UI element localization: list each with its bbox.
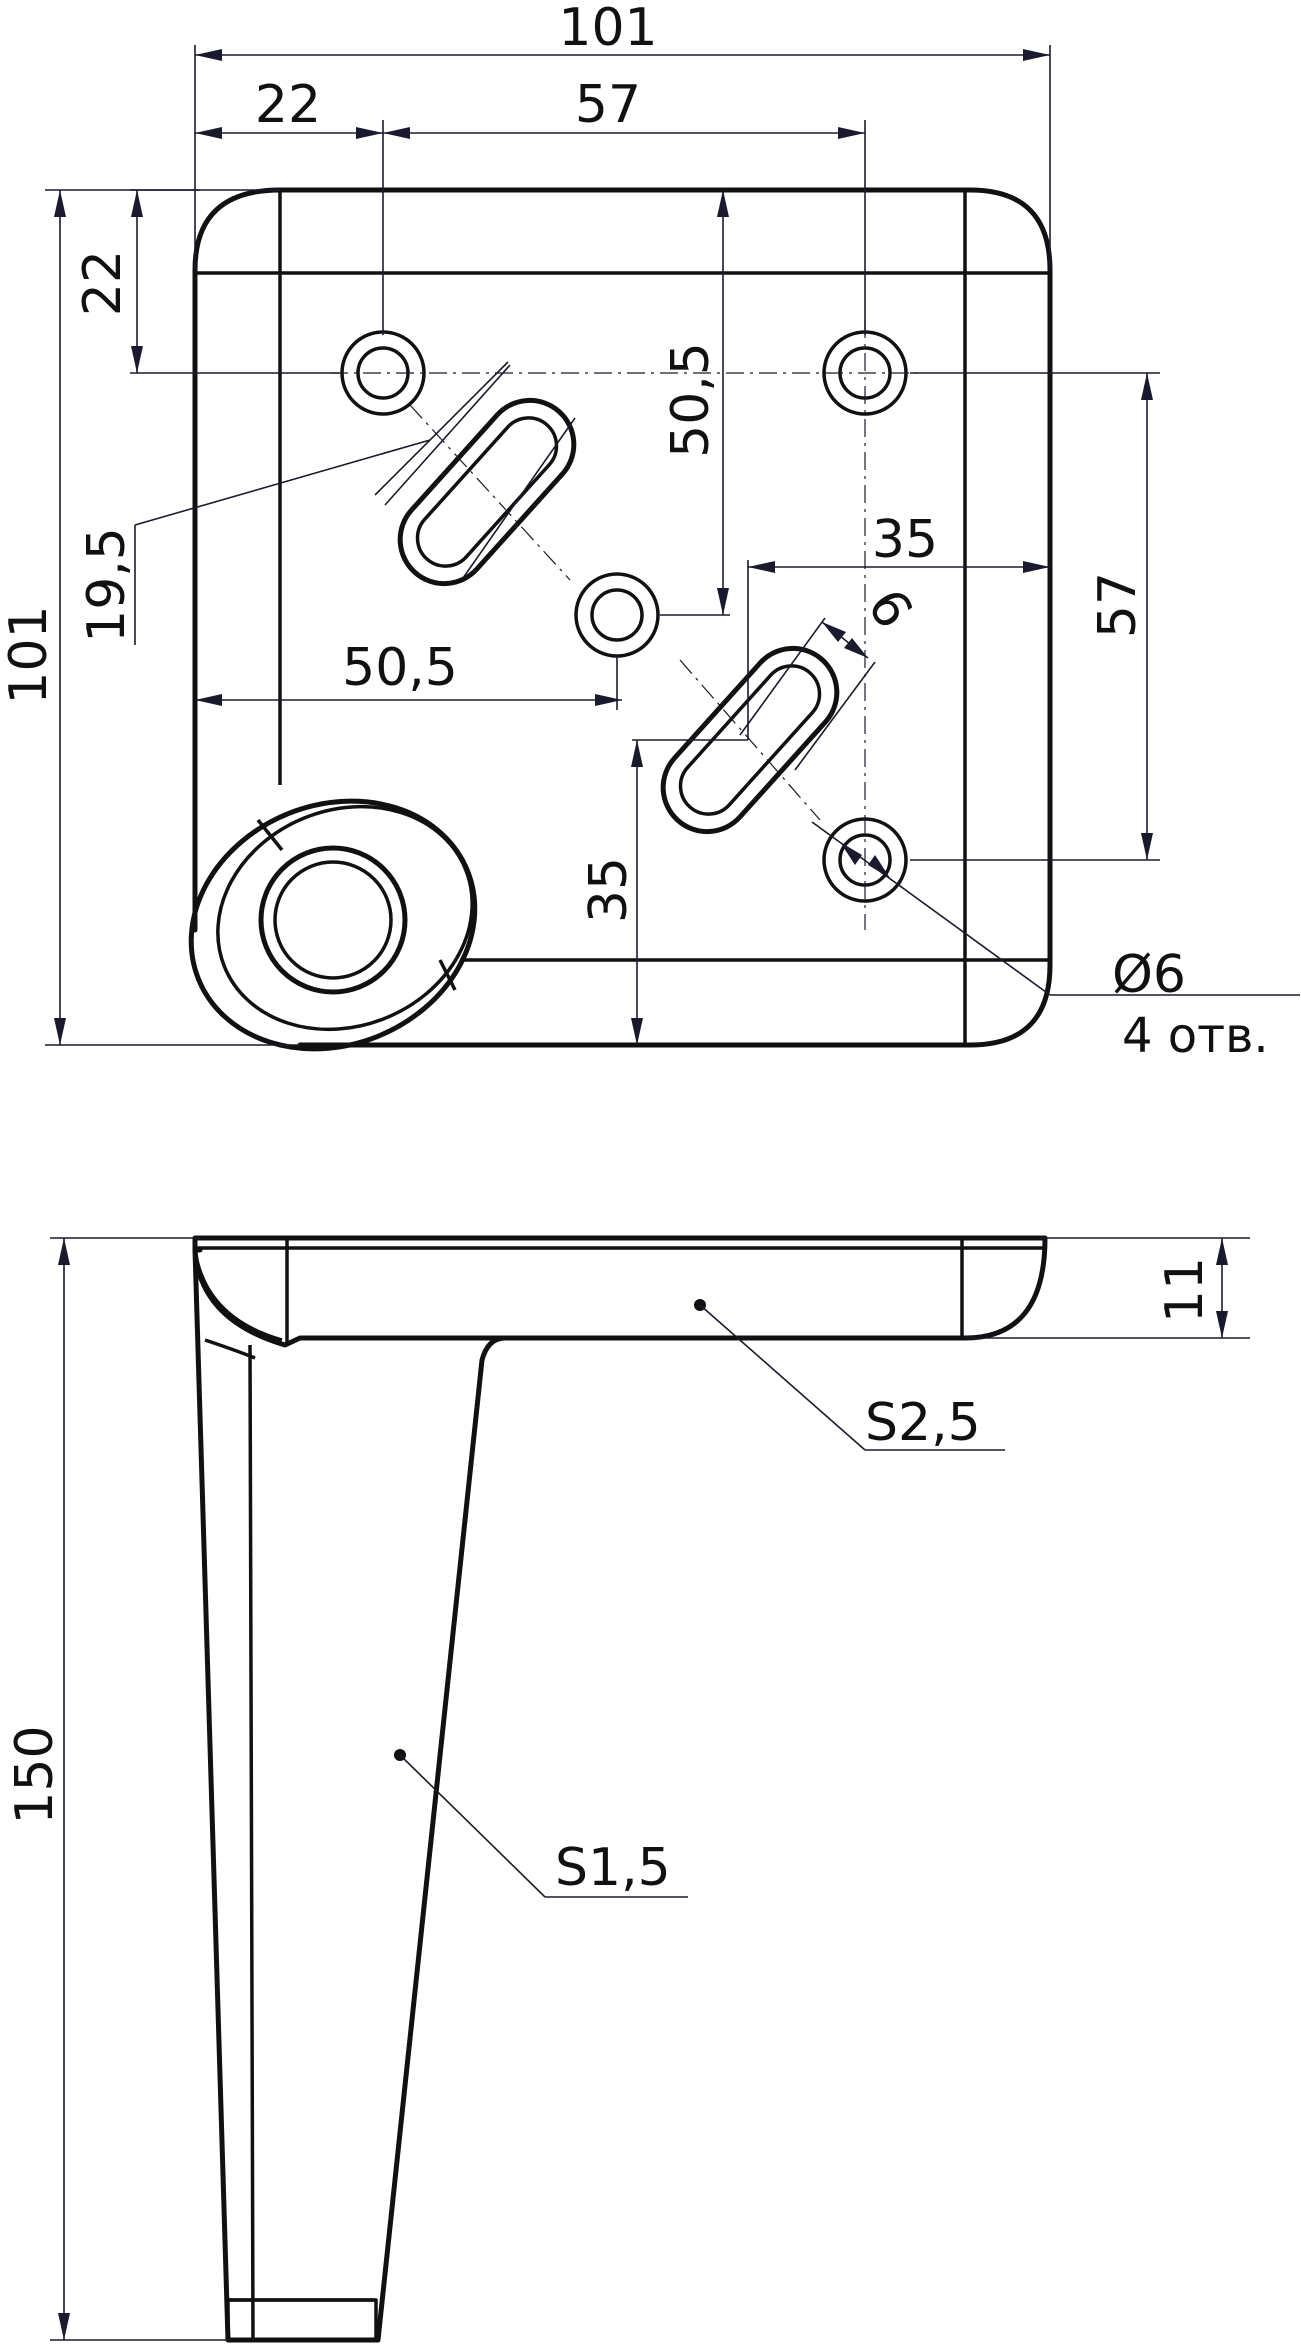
leg-socket: [188, 798, 478, 1052]
leg-material-label: S1,5: [555, 1838, 671, 1898]
hole-center: [574, 572, 660, 658]
dim-top-offset: 22: [73, 189, 340, 374]
dim-slot-width-label: 19,5: [77, 527, 137, 643]
dim-right-span-label: 35: [872, 510, 938, 570]
dim-bottom-span-label: 35: [579, 857, 639, 923]
callout-leg-material: S1,5: [394, 1749, 688, 1898]
centerline-slot-lower: [679, 659, 821, 821]
side-leg-inner-line: [248, 1344, 255, 2341]
dim-right-span: 35: [747, 510, 1050, 740]
dim-hole-spacing-x-label: 57: [575, 75, 641, 135]
side-plate-curl: [193, 1249, 283, 1342]
dim-overall-height: 101: [0, 189, 300, 1046]
dim-center-hole-x: 50,5: [195, 638, 622, 710]
dim-overall-width: 101: [194, 0, 1051, 270]
slot-upper: [397, 397, 577, 587]
dim-top-offset-label: 22: [73, 250, 133, 316]
dim-total-height-label: 150: [5, 1725, 65, 1824]
hole-callout: Ø6 4 отв.: [811, 821, 1300, 1064]
hole-diameter-label: Ø6: [1112, 945, 1186, 1005]
dim-slot-offset-y-label: 50,5: [661, 342, 721, 458]
side-leg: [192, 1247, 508, 2343]
dim-slot-width: 19,5: [77, 361, 576, 645]
dim-right-hole-spacing: 57: [910, 372, 1160, 861]
hole-count-label: 4 отв.: [1122, 1008, 1269, 1064]
side-plate: [192, 1235, 1048, 1348]
side-leg-foot: [226, 2298, 378, 2342]
dim-plate-thickness: 11: [965, 1237, 1250, 1339]
top-view: 101 22 57 22: [0, 0, 1300, 1064]
dim-hole-offsets-x: 22 57: [195, 75, 866, 335]
dim-center-hole-x-label: 50,5: [342, 638, 458, 698]
dim-overall-width-label: 101: [558, 0, 657, 58]
dim-bottom-span: 35: [579, 739, 748, 1045]
callout-plate-material: S2,5: [694, 1299, 1005, 1453]
dim-left-offset-label: 22: [255, 75, 321, 135]
dim-plate-thickness-label: 11: [1155, 1257, 1215, 1323]
dim-right-hole-spacing-label: 57: [1088, 572, 1148, 638]
dim-slot-offset-y: 50,5: [660, 190, 730, 616]
side-leg-top-joint: [204, 1338, 256, 1360]
dim-overall-height-label: 101: [0, 605, 59, 704]
plate-material-label: S2,5: [865, 1393, 981, 1453]
slot-lower: [660, 645, 840, 835]
side-view: 150 11 S2,5 S1,5: [5, 1235, 1250, 2343]
dim-total-height: 150: [5, 1237, 230, 2341]
